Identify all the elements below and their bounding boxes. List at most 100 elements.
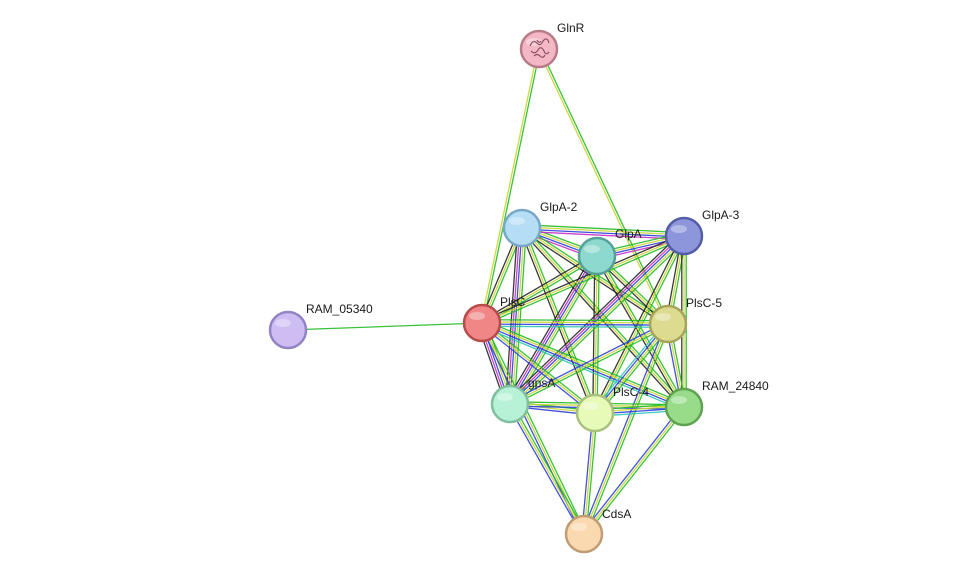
edge-gpsa-cdsa[interactable]: [507, 402, 587, 536]
node-highlight: [469, 312, 485, 320]
node-circle[interactable]: [502, 208, 542, 248]
node-highlight: [571, 523, 587, 531]
edge-line-green: [483, 321, 587, 534]
edge-line-green: [510, 325, 670, 407]
edge-line-magenta: [521, 230, 684, 240]
node-label: gpsA: [528, 376, 555, 390]
node-highlight: [509, 217, 525, 225]
edge-line-blue: [509, 227, 523, 405]
edge-line-yellow: [583, 406, 685, 535]
edge-line-blue: [480, 324, 595, 416]
edge-line-blue: [581, 322, 667, 534]
node-circle[interactable]: [664, 216, 704, 256]
edge-line-green: [585, 324, 671, 536]
node-circle[interactable]: [564, 514, 604, 554]
edge-glpa-plsc-4[interactable]: [592, 255, 600, 414]
edge-ram-05340-plsc[interactable]: [287, 322, 483, 331]
edge-line-green: [522, 224, 685, 234]
edge-glpa-2-glpa-3[interactable]: [521, 224, 685, 240]
node-label: GlpA-2: [540, 200, 578, 214]
node-label: PlsC-5: [686, 296, 722, 310]
edge-line-green: [513, 257, 602, 407]
node-plsc-4[interactable]: PlsC-4: [575, 385, 649, 433]
edge-line-cyan: [591, 321, 666, 412]
edge-line-green: [585, 413, 598, 535]
node-gpsa[interactable]: gpsA: [490, 376, 555, 424]
edge-line-yellow: [522, 226, 685, 236]
node-circle[interactable]: [575, 393, 615, 433]
node-highlight: [497, 393, 513, 401]
edge-line-blue: [481, 323, 684, 409]
edge-line-green: [511, 402, 587, 534]
edge-line-yellow: [482, 321, 669, 324]
edge-plsc-cdsa[interactable]: [479, 321, 587, 536]
edge-line-yellow: [481, 235, 685, 324]
node-circle[interactable]: [490, 384, 530, 424]
edge-line-yellow: [583, 412, 596, 535]
node-glpa-3[interactable]: GlpA-3: [664, 208, 740, 256]
edges-layer: [287, 48, 688, 536]
edge-plsc-plsc-5[interactable]: [481, 319, 669, 328]
edge-line-black: [480, 233, 684, 322]
node-glpa[interactable]: GlpA: [577, 227, 642, 276]
edge-plsc-5-gpsa[interactable]: [508, 321, 670, 407]
edge-line-green: [482, 319, 669, 322]
node-plsc-5[interactable]: PlsC-5: [648, 296, 722, 344]
node-ram-05340[interactable]: RAM_05340: [268, 302, 373, 350]
node-label: RAM_05340: [306, 302, 373, 316]
edge-ram-24840-cdsa[interactable]: [581, 405, 687, 536]
node-ram-24840[interactable]: RAM_24840: [664, 379, 769, 427]
node-label: GlpA-3: [702, 208, 740, 222]
edge-line-blue: [521, 228, 684, 238]
edge-line-blue: [509, 255, 598, 405]
edge-line-green: [596, 256, 600, 414]
node-circle[interactable]: [268, 310, 308, 350]
edge-line-yellow: [480, 48, 539, 323]
edge-plsc-5-cdsa[interactable]: [581, 322, 671, 536]
edge-glpa-2-gpsa[interactable]: [504, 227, 528, 405]
edge-line-blue: [581, 405, 683, 534]
edge-plsc-4-cdsa[interactable]: [581, 412, 598, 535]
edge-glnr-plsc-5[interactable]: [537, 48, 670, 325]
edge-line-green: [483, 319, 686, 405]
node-highlight: [655, 313, 671, 321]
edge-line-blue: [508, 321, 668, 403]
edge-plsc-plsc-4[interactable]: [480, 320, 597, 416]
edge-line-blue: [507, 404, 583, 536]
edge-glpa-3-plsc[interactable]: [480, 233, 686, 326]
edge-line-black: [480, 253, 597, 322]
edge-line-magenta: [508, 233, 683, 403]
node-glpa-2[interactable]: GlpA-2: [502, 200, 578, 248]
node-circle[interactable]: [664, 387, 704, 427]
node-label: GlpA: [615, 227, 642, 241]
node-highlight: [584, 245, 600, 253]
edge-line-yellow: [596, 255, 685, 408]
protein-structure-icon: [529, 38, 550, 58]
node-label: CdsA: [602, 507, 631, 521]
edge-line-yellow: [481, 322, 596, 414]
edge-line-black: [504, 227, 519, 404]
node-circle[interactable]: [648, 304, 688, 344]
edge-line-yellow: [594, 255, 598, 414]
node-plsc[interactable]: PlsC: [462, 295, 526, 343]
edge-line-yellow: [583, 323, 669, 535]
node-cdsa[interactable]: CdsA: [564, 507, 631, 554]
edge-line-blue: [581, 412, 594, 534]
edge-line-green: [513, 228, 528, 405]
edge-line-green: [598, 254, 687, 407]
edge-glnr-plsc[interactable]: [480, 48, 541, 324]
node-glnr[interactable]: GlnR: [519, 21, 585, 69]
edge-line-blue: [481, 323, 668, 326]
edge-line-yellow: [511, 228, 525, 405]
edge-line-yellow: [509, 323, 669, 405]
node-circle[interactable]: [462, 303, 502, 343]
edge-line-cyan: [481, 325, 668, 328]
edge-line-yellow: [509, 403, 585, 535]
edge-line-green: [482, 320, 597, 412]
edge-line-black: [592, 255, 596, 413]
edge-line-black: [592, 234, 683, 413]
node-highlight: [671, 225, 687, 233]
node-circle[interactable]: [577, 236, 617, 276]
